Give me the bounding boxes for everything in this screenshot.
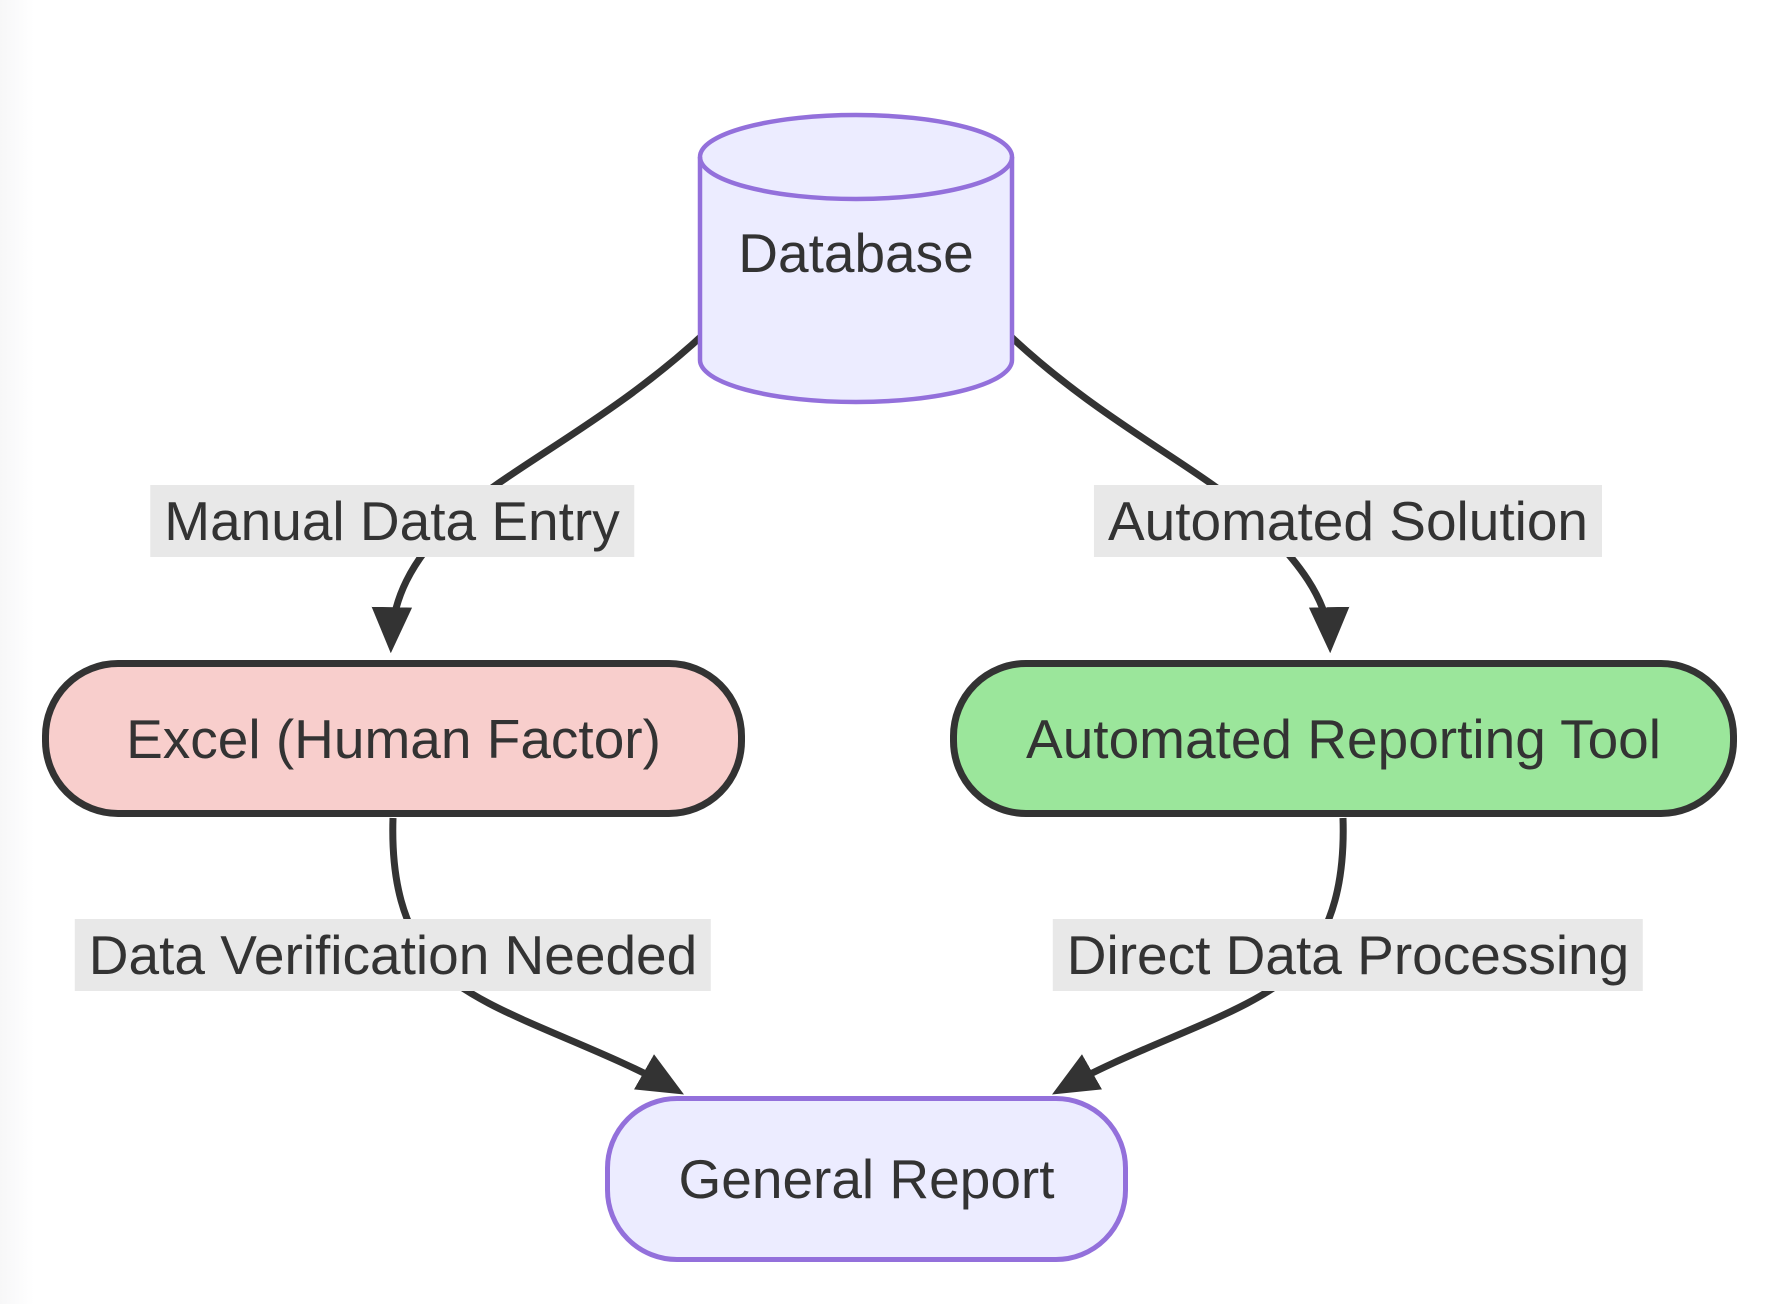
node-tool-label: Automated Reporting Tool bbox=[1026, 707, 1661, 770]
database-cylinder-shape bbox=[697, 112, 1015, 405]
node-database-label: Database bbox=[738, 222, 974, 284]
edge-label-automated-solution: Automated Solution bbox=[1093, 485, 1603, 557]
node-automated-reporting-tool: Automated Reporting Tool bbox=[950, 660, 1737, 817]
node-report-label: General Report bbox=[678, 1148, 1055, 1210]
database-cylinder-top-arc bbox=[697, 156, 1015, 202]
edge-label-direct-data-processing: Direct Data Processing bbox=[1052, 919, 1644, 991]
edge-label-data-verification-needed: Data Verification Needed bbox=[74, 919, 712, 991]
node-general-report: General Report bbox=[605, 1096, 1128, 1262]
node-excel-label: Excel (Human Factor) bbox=[126, 707, 661, 770]
node-excel-human-factor: Excel (Human Factor) bbox=[42, 660, 745, 817]
edge-label-manual-data-entry: Manual Data Entry bbox=[150, 485, 634, 557]
